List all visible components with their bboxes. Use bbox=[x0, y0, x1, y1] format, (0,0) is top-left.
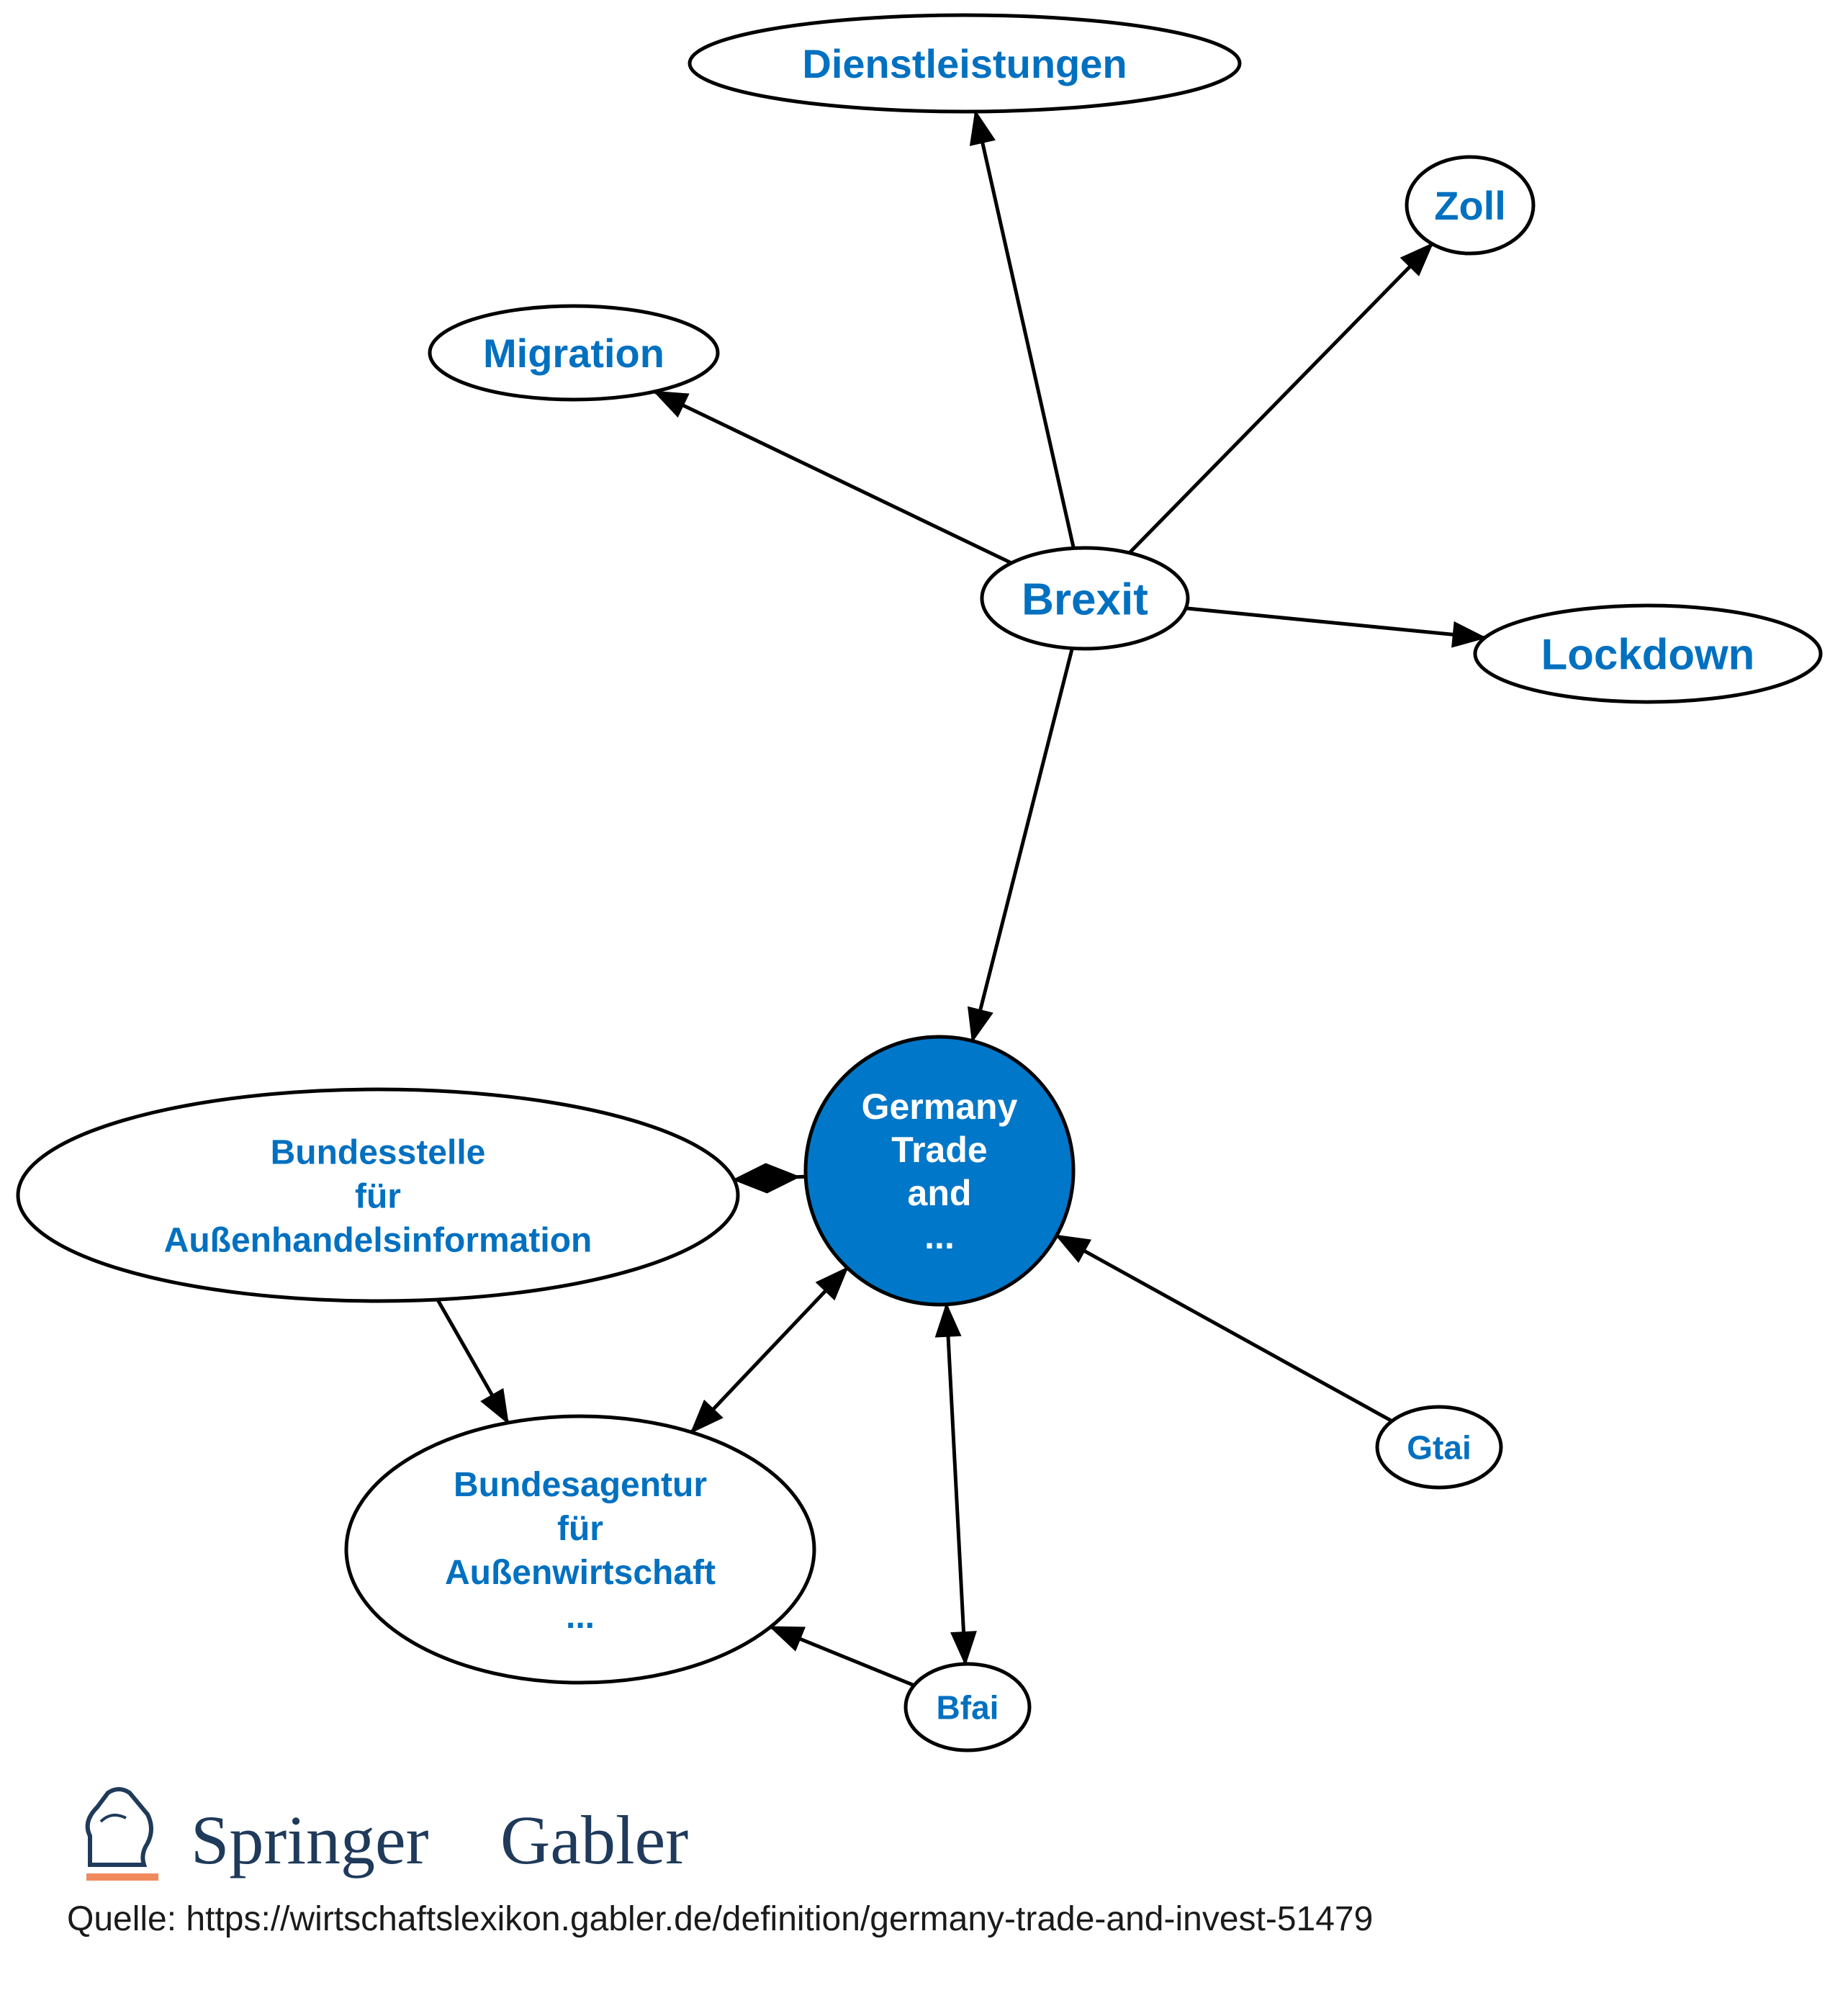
node-bundesagentur[interactable]: Bundesagentur fürAußenwirtschaft... bbox=[344, 1414, 816, 1685]
node-label: Dienstleistungen bbox=[802, 41, 1127, 86]
edge-line bbox=[654, 390, 1013, 565]
node-label: Außenhandelsinformation bbox=[164, 1221, 592, 1259]
logo-brand-text: Springer bbox=[191, 1801, 429, 1878]
node-bfai[interactable]: Bfai bbox=[903, 1662, 1032, 1752]
edge-line bbox=[690, 1266, 849, 1434]
edge-gtai-germany bbox=[1055, 1233, 1393, 1423]
node-ellipse bbox=[1375, 1405, 1503, 1490]
edge-bundesstelle-bundesagentur bbox=[436, 1298, 510, 1425]
node-ellipse bbox=[428, 304, 720, 402]
node-label: ... bbox=[924, 1216, 955, 1256]
node-label: Zoll bbox=[1434, 183, 1506, 228]
node-label: Bundesstelle bbox=[271, 1133, 486, 1171]
node-label: Germany bbox=[862, 1086, 1018, 1127]
arrowhead-icon bbox=[950, 1631, 977, 1666]
edge-bfai-bundesagentur bbox=[768, 1625, 915, 1688]
node-ellipse bbox=[980, 546, 1190, 651]
arrowhead-icon bbox=[969, 109, 996, 146]
node-label: für bbox=[355, 1177, 401, 1215]
knight-logo-icon bbox=[85, 1787, 158, 1881]
edge-brexit-germany bbox=[967, 647, 1074, 1043]
node-ellipse bbox=[1473, 603, 1823, 704]
edge-line bbox=[1185, 606, 1485, 640]
node-migration[interactable]: Migration bbox=[428, 304, 720, 402]
node-label: Außenwirtschaft bbox=[445, 1554, 716, 1592]
node-ellipse bbox=[344, 1414, 816, 1685]
nodes-layer: DienstleistungenZollMigrationBrexitLockd… bbox=[16, 13, 1823, 1752]
arrowhead-icon bbox=[815, 1266, 849, 1301]
node-brexit[interactable]: Brexit bbox=[980, 546, 1190, 651]
node-dienstleistungen[interactable]: Dienstleistungen bbox=[688, 13, 1242, 114]
arrowhead-icon bbox=[1399, 242, 1434, 276]
edge-germany-bundesagentur bbox=[690, 1266, 849, 1434]
edge-germany-bundesstelle bbox=[732, 1163, 806, 1194]
edge-line bbox=[970, 647, 1074, 1042]
node-ellipse bbox=[803, 1035, 1076, 1307]
node-ellipse bbox=[688, 13, 1242, 114]
arrowhead-icon bbox=[480, 1387, 509, 1425]
edge-germany-bfai bbox=[934, 1302, 977, 1666]
node-germany[interactable]: GermanyTradeand... bbox=[803, 1035, 1076, 1307]
edge-line bbox=[1055, 1233, 1393, 1423]
arrowhead-icon bbox=[967, 1006, 993, 1043]
node-label: Migration bbox=[483, 330, 664, 376]
edge-brexit-dienstleistungen bbox=[969, 109, 1076, 549]
arrowhead-icon bbox=[934, 1302, 962, 1338]
edge-brexit-zoll bbox=[1128, 242, 1434, 554]
node-lockdown[interactable]: Lockdown bbox=[1473, 603, 1823, 704]
edge-line bbox=[973, 111, 1076, 549]
edge-line bbox=[1128, 242, 1434, 554]
edges-layer bbox=[436, 109, 1487, 1688]
node-label: Brexit bbox=[1022, 575, 1148, 624]
node-label: Trade bbox=[891, 1130, 987, 1170]
arrowhead-icon bbox=[1055, 1234, 1092, 1263]
node-zoll[interactable]: Zoll bbox=[1405, 155, 1536, 256]
node-label: Bundesagentur bbox=[454, 1466, 707, 1504]
arrowhead-icon bbox=[690, 1399, 724, 1434]
arrowhead-icon bbox=[1451, 621, 1487, 648]
edge-line bbox=[945, 1304, 968, 1665]
logo-sub-text: Gabler bbox=[500, 1801, 688, 1878]
arrowhead-icon bbox=[768, 1626, 806, 1652]
springer-gabler-logo: Springer Gabler bbox=[85, 1787, 688, 1881]
node-label: für bbox=[557, 1510, 603, 1548]
edge-brexit-migration bbox=[652, 390, 1013, 565]
node-ellipse bbox=[903, 1662, 1032, 1752]
node-label: and bbox=[908, 1173, 972, 1213]
arrowhead-icon bbox=[652, 390, 690, 418]
diamond-head-icon bbox=[732, 1163, 801, 1194]
node-ellipse bbox=[1405, 155, 1536, 256]
node-label: ... bbox=[566, 1598, 595, 1636]
node-ellipse bbox=[16, 1087, 740, 1303]
edge-brexit-lockdown bbox=[1185, 606, 1487, 648]
node-gtai[interactable]: Gtai bbox=[1375, 1405, 1503, 1490]
source-citation: Quelle: https://wirtschaftslexikon.gable… bbox=[67, 1900, 1374, 1938]
node-label: Gtai bbox=[1407, 1429, 1471, 1467]
node-label: Bfai bbox=[937, 1689, 999, 1727]
node-label: Lockdown bbox=[1541, 631, 1755, 679]
